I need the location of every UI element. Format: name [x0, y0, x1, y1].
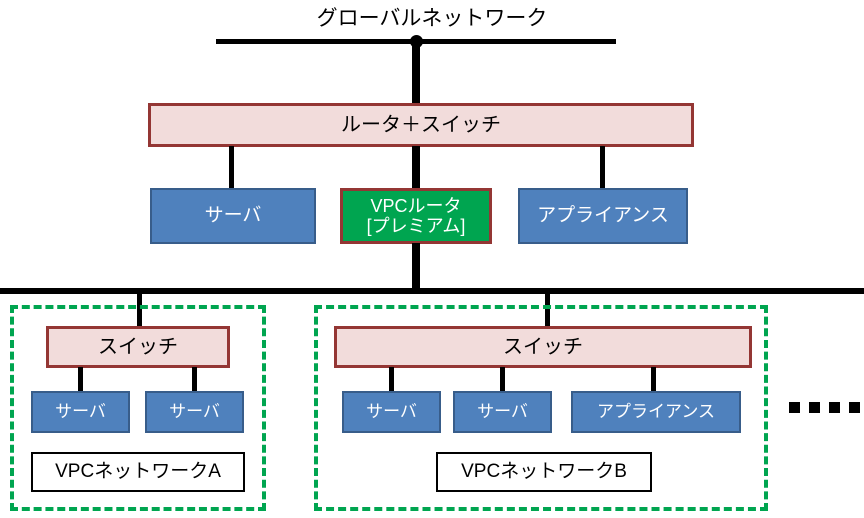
trunk-vpc-router-to-lower-bus	[412, 243, 420, 293]
top-server-box[interactable]: サーバ	[150, 188, 316, 244]
link-vpc-a-switch-to-server-2	[192, 367, 197, 392]
vpc-b-server-1-box[interactable]: サーバ	[342, 391, 441, 433]
top-appliance-box[interactable]: アプライアンス	[518, 188, 688, 244]
vpc-a-switch-box[interactable]: スイッチ	[46, 326, 230, 368]
diagram-title: グローバルネットワーク	[316, 7, 548, 30]
link-vpc-a-switch-to-server-1	[78, 367, 83, 392]
link-router-to-server	[229, 146, 234, 189]
vpc-network-a-region	[10, 305, 266, 511]
link-vpc-b-switch-to-appliance	[651, 367, 656, 392]
vpc-router-premium-box[interactable]: VPCルータ [プレミアム]	[340, 188, 492, 244]
link-router-to-vpc-router	[412, 146, 420, 189]
router-switch-box[interactable]: ルータ＋スイッチ	[148, 103, 694, 147]
trunk-bus-to-router	[412, 41, 420, 106]
vpc-network-b-region	[314, 305, 768, 511]
link-router-to-appliance	[600, 146, 605, 189]
vpc-b-appliance-box[interactable]: アプライアンス	[571, 391, 741, 433]
vpc-b-caption-box: VPCネットワークB	[436, 452, 652, 492]
vpc-network-bus	[0, 288, 864, 294]
link-bus-to-vpc-b-switch	[545, 292, 550, 328]
vpc-b-server-2-box[interactable]: サーバ	[453, 391, 552, 433]
link-vpc-b-switch-to-server-1	[389, 367, 394, 392]
vpc-a-server-2-box[interactable]: サーバ	[145, 391, 244, 433]
vpc-a-caption-box: VPCネットワークA	[31, 452, 245, 492]
link-bus-to-vpc-a-switch	[137, 292, 142, 328]
more-networks-ellipsis-icon	[789, 402, 864, 413]
link-vpc-b-switch-to-server-2	[500, 367, 505, 392]
vpc-b-switch-box[interactable]: スイッチ	[334, 326, 752, 368]
vpc-a-server-1-box[interactable]: サーバ	[31, 391, 130, 433]
